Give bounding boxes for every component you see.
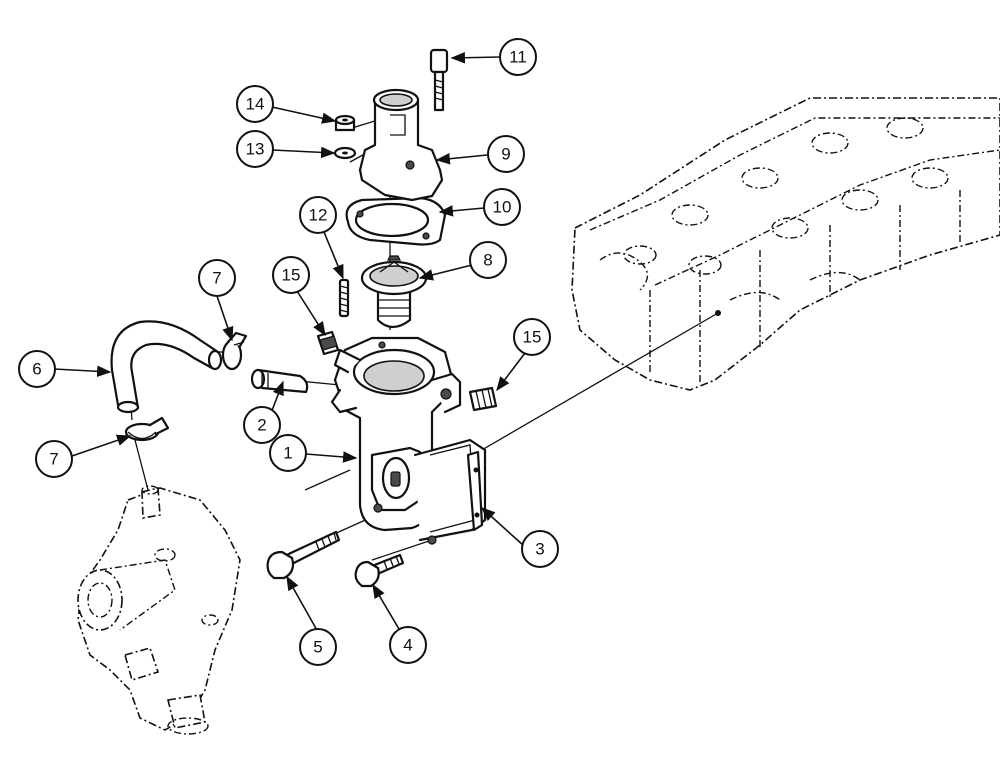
callout-1-label: 1 xyxy=(283,444,292,463)
callout-15-right: 15 xyxy=(513,318,551,356)
callout-3: 3 xyxy=(521,530,559,568)
water-pump-outline xyxy=(77,485,241,735)
callout-15-right-label: 15 xyxy=(523,328,542,347)
callout-10-label: 10 xyxy=(493,198,512,217)
nut xyxy=(334,114,356,132)
callout-6-label: 6 xyxy=(32,360,41,379)
callout-11: 11 xyxy=(499,38,537,76)
callout-9: 9 xyxy=(487,135,525,173)
callout-1: 1 xyxy=(269,434,307,472)
washer xyxy=(333,146,357,160)
stud xyxy=(338,278,350,318)
leader-lines xyxy=(53,51,526,633)
plug-left xyxy=(316,330,340,356)
callout-7-lower: 7 xyxy=(35,440,73,478)
callout-13-label: 13 xyxy=(246,140,265,159)
outlet-bolt xyxy=(429,48,449,112)
callout-5-label: 5 xyxy=(313,638,322,657)
callout-10: 10 xyxy=(483,188,521,226)
callout-11-label: 11 xyxy=(509,48,527,67)
callout-7-upper-label: 7 xyxy=(212,269,221,288)
callout-15-left: 15 xyxy=(272,256,310,294)
callout-7-upper: 7 xyxy=(198,259,236,297)
callout-3-label: 3 xyxy=(535,540,544,559)
callout-2: 2 xyxy=(243,406,281,444)
long-bolt xyxy=(266,530,341,580)
callout-13: 13 xyxy=(236,130,274,168)
housing-gasket xyxy=(466,450,484,532)
callout-8: 8 xyxy=(469,241,507,279)
callout-8-label: 8 xyxy=(483,251,492,270)
callout-15-left-label: 15 xyxy=(282,266,301,285)
cylinder-head-outline xyxy=(571,97,1000,391)
callout-14-label: 14 xyxy=(246,95,265,114)
callout-5: 5 xyxy=(299,628,337,666)
callout-2-label: 2 xyxy=(257,416,266,435)
callout-14: 14 xyxy=(236,85,274,123)
hose-clamp-upper xyxy=(221,331,248,371)
callout-9-label: 9 xyxy=(501,145,510,164)
thermostat-gasket xyxy=(345,196,447,246)
hose-clamp-lower xyxy=(124,416,170,442)
thermostat xyxy=(360,255,428,329)
short-bolt xyxy=(354,553,405,588)
thermostat-housing xyxy=(330,336,487,545)
callout-4: 4 xyxy=(389,626,427,664)
coolant-hose xyxy=(110,320,223,414)
callout-7-lower-label: 7 xyxy=(49,450,58,469)
callout-4-label: 4 xyxy=(403,636,412,655)
water-outlet-elbow xyxy=(358,88,444,202)
callout-12: 12 xyxy=(299,196,337,234)
callout-12-label: 12 xyxy=(309,206,328,225)
callout-6: 6 xyxy=(18,350,56,388)
plug-right xyxy=(468,386,498,412)
